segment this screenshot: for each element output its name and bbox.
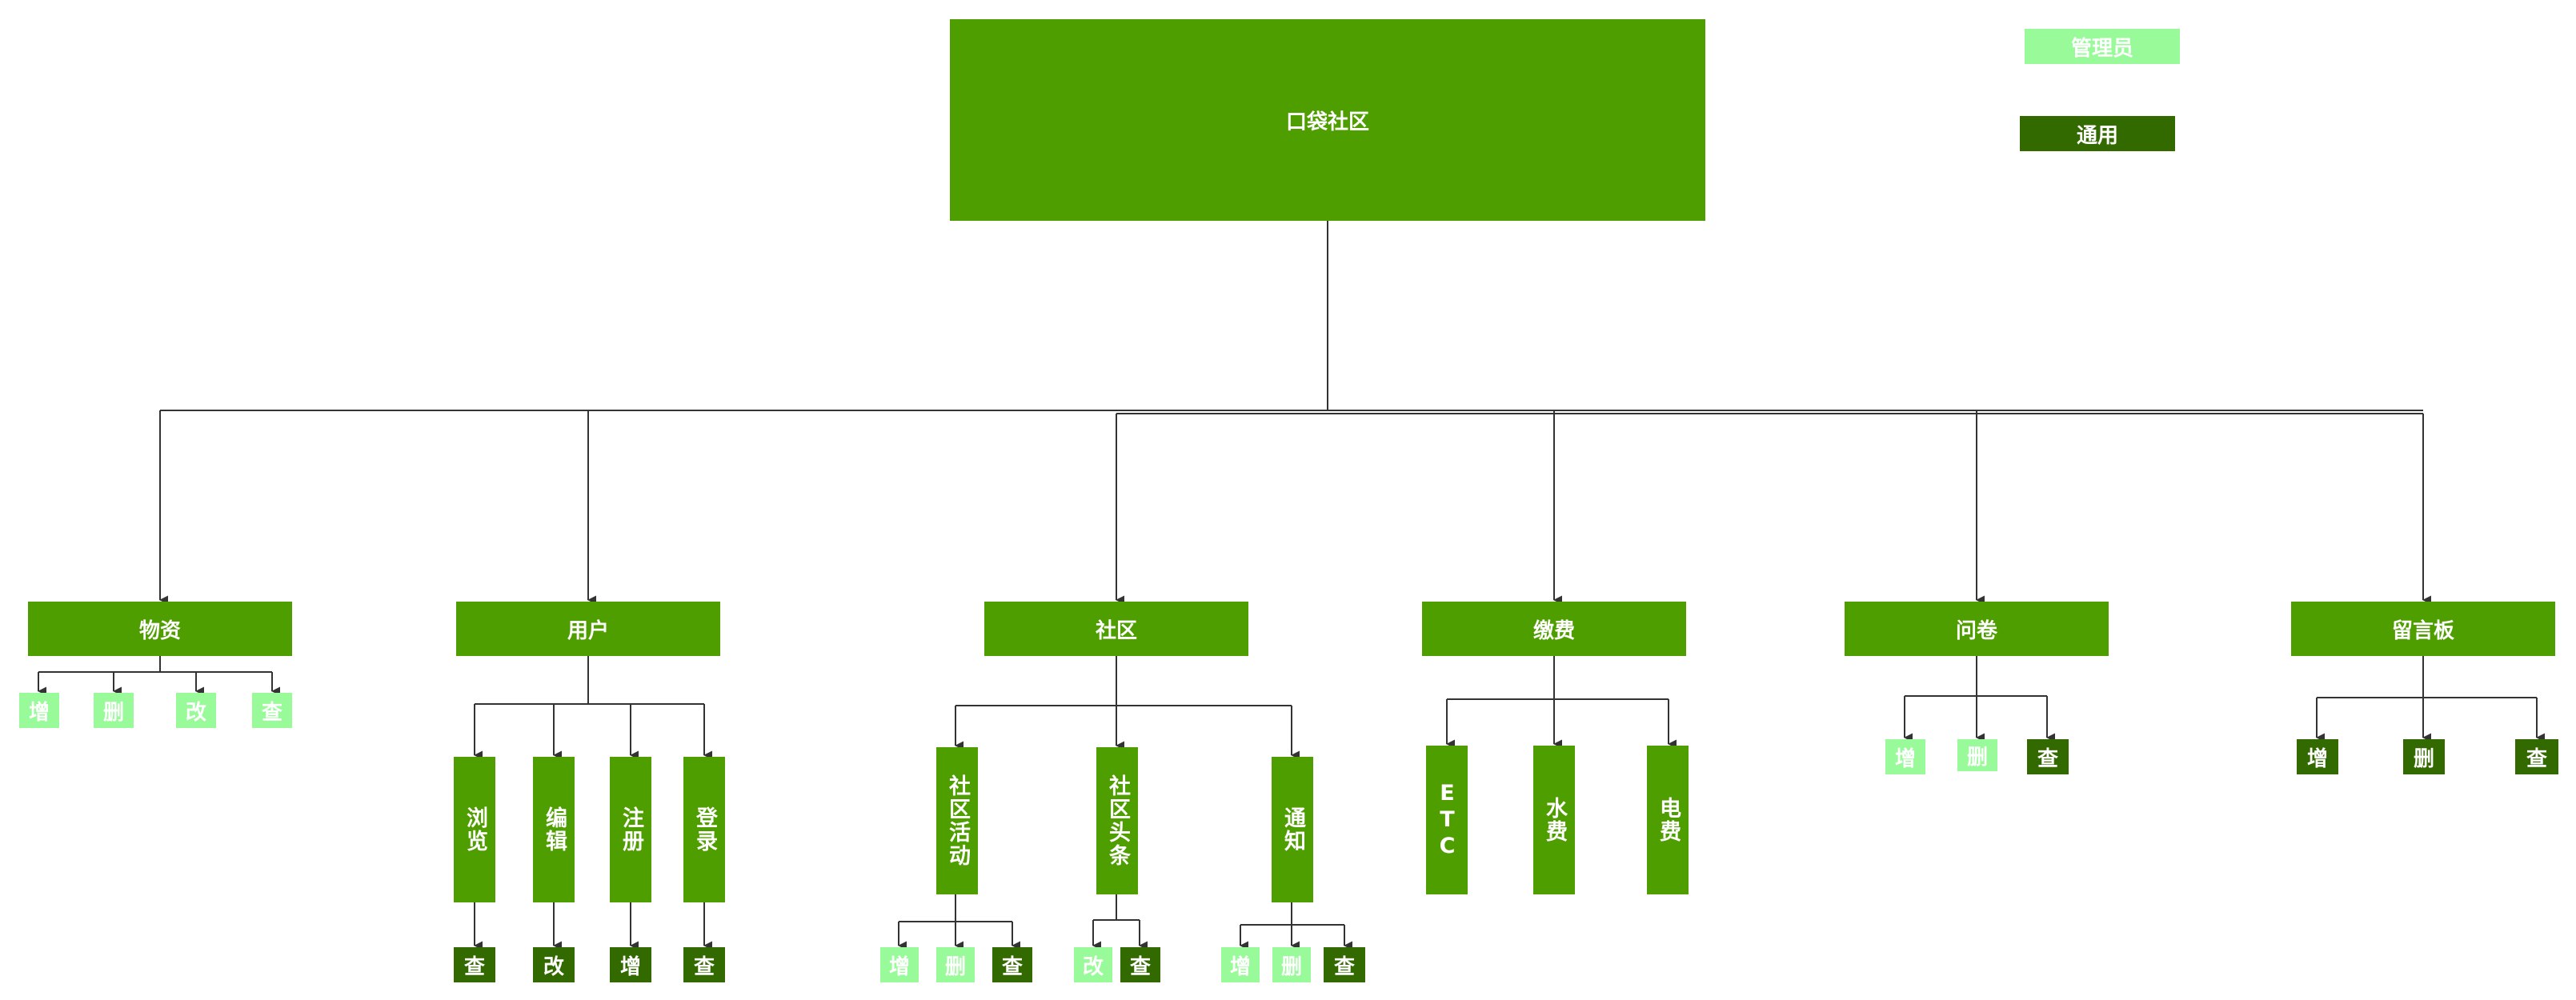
yonghu-edit-change: 改	[533, 947, 575, 982]
yonghu-register-add: 增	[610, 947, 651, 982]
legend-admin: 管理员	[2025, 29, 2180, 64]
jiaofei-electric: 电费	[1647, 746, 1689, 894]
yonghu-edit: 编辑	[533, 757, 575, 902]
wenjuan-query: 查	[2027, 739, 2069, 774]
liuyan-delete: 删	[2403, 739, 2445, 774]
module-liuyan: 留言板	[2291, 602, 2555, 656]
module-yonghu: 用户	[456, 602, 720, 656]
yonghu-browse: 浏览	[454, 757, 495, 902]
liuyan-query: 查	[2515, 739, 2558, 774]
shequ-notice: 通知	[1272, 757, 1313, 902]
wuzi-add: 增	[19, 693, 59, 728]
shequ-headline: 社区头条	[1096, 747, 1138, 894]
yonghu-browse-query: 查	[454, 947, 495, 982]
yonghu-register: 注册	[610, 757, 651, 902]
wenjuan-delete: 删	[1957, 739, 1997, 771]
shequ-notice-add: 增	[1221, 947, 1260, 982]
module-shequ: 社区	[984, 602, 1248, 656]
wenjuan-add: 增	[1885, 739, 1925, 774]
yonghu-login-query: 查	[683, 947, 725, 982]
shequ-activity-delete: 删	[936, 947, 975, 982]
module-jiaofei: 缴费	[1422, 602, 1686, 656]
yonghu-login: 登录	[683, 757, 725, 902]
wuzi-delete: 删	[94, 693, 134, 728]
module-wenjuan: 问卷	[1845, 602, 2109, 656]
shequ-activity-add: 增	[880, 947, 919, 982]
shequ-headline-edit: 改	[1074, 947, 1112, 982]
wuzi-edit: 改	[176, 693, 216, 728]
wuzi-query: 查	[252, 693, 292, 728]
module-wuzi: 物资	[28, 602, 292, 656]
shequ-activity-query: 查	[992, 947, 1032, 982]
legend-general: 通用	[2020, 116, 2175, 151]
shequ-activity: 社区活动	[936, 747, 978, 894]
shequ-headline-query: 查	[1120, 947, 1160, 982]
root-node: 口袋社区	[950, 19, 1705, 221]
jiaofei-etc: ETC	[1426, 746, 1468, 894]
liuyan-add: 增	[2297, 739, 2338, 774]
jiaofei-water: 水费	[1533, 746, 1575, 894]
shequ-notice-query: 查	[1324, 947, 1365, 982]
shequ-notice-delete: 删	[1272, 947, 1311, 982]
